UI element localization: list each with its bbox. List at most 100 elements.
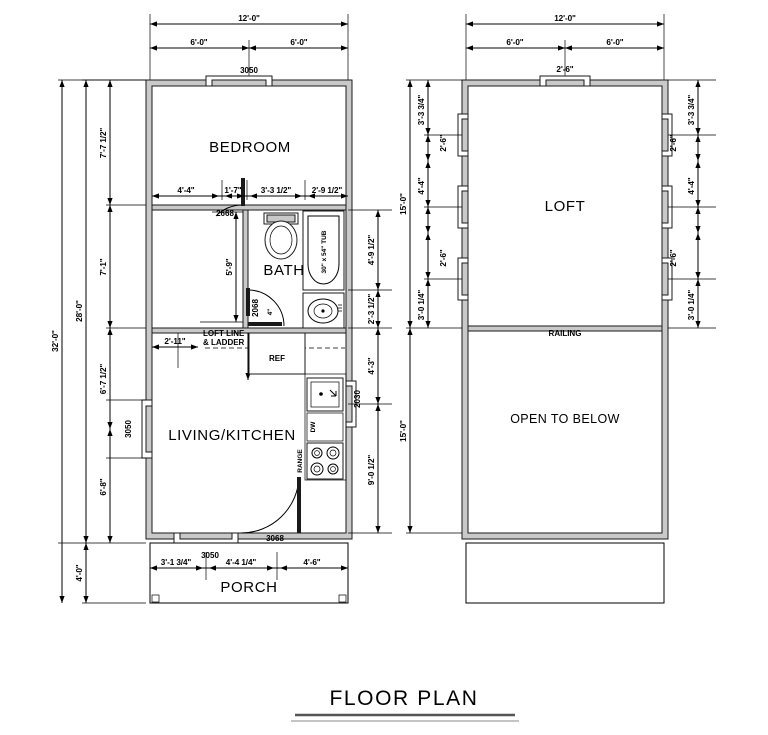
loft-dim-top-left: 6'-0": [506, 38, 523, 47]
left-extension-lines: [58, 79, 146, 604]
dim-porch-chain: 3050 3'-1 3/4" 4'-4 1/4" 4'-6": [150, 551, 348, 580]
door-bath: 2068 4": [246, 288, 285, 327]
loft-dim-top-chain: 6'-0" 6'-0": [466, 38, 664, 51]
loft-top-extension-lines: [465, 14, 665, 80]
sheet-title-block: FLOOR PLAN: [291, 687, 519, 722]
dim-bath-vertical-label: 5'-9": [225, 258, 234, 275]
first-floor-right-dims: 4'-9 1/2" 2'-3 1/2" 4'-3" 9'-0 1/2" 2030: [348, 209, 392, 534]
dim-right-4: 9'-0 1/2": [367, 455, 376, 486]
dim-bedroom-4: 2'-9 1/2": [312, 186, 343, 195]
loft-dim-left-5: 3'-0 1/4": [417, 290, 426, 321]
loft-dim-window-top: 2'-6": [556, 65, 573, 74]
loft-dim-upper-height-label: 15'-0": [399, 193, 408, 215]
dim-right-3: 4'-3": [367, 357, 376, 374]
dim-porch-3: 4'-6": [303, 558, 320, 567]
loft-dim-right-1: 3'-3 3/4": [687, 95, 696, 126]
first-floor-plan: 12'-0" 6'-0" 6'-0" 3050: [51, 14, 392, 604]
loft-line-label: LOFT LINE: [203, 329, 245, 338]
refrigerator: REF: [248, 332, 306, 375]
dim-loft-offset-label: 2'-11": [164, 337, 185, 346]
room-label-bedroom: BEDROOM: [209, 139, 291, 156]
dim-overall-height-label: 32'-0": [51, 330, 60, 352]
door-tag-entry: 3068: [266, 534, 284, 543]
right-extension-lines: [348, 209, 392, 534]
dim-left-2: 7'-1": [99, 258, 108, 275]
window-top: [205, 75, 273, 87]
porch-outline: [149, 542, 349, 604]
first-floor-top-extension-lines: [149, 14, 349, 80]
loft-dim-lower-height-label: 15'-0": [399, 420, 408, 442]
dim-left-1: 7'-7 1/2": [99, 128, 108, 159]
dim-right-2: 2'-3 1/2": [367, 294, 376, 325]
loft-plan: 12'-0" 6'-0" 6'-0" 2'-6": [399, 14, 716, 604]
door-tag-bedroom: 2668: [216, 209, 234, 218]
loft-dim-right-chain: 3'-3 3/4" 2'-6" 4'-4" 2'-6" 3'-0 1/4": [669, 80, 701, 328]
room-label-bath: BATH: [263, 262, 304, 279]
dim-porch-2: 4'-4 1/4": [226, 558, 257, 567]
range-label: RANGE: [297, 449, 304, 473]
tub-fixture: 30" x 54" TUB: [302, 210, 345, 291]
loft-dim-left-3: 4'-4": [417, 177, 426, 194]
dim-bath-door: 4": [267, 309, 274, 316]
dim-right-1: 4'-9 1/2": [367, 235, 376, 266]
dim-bedroom-1: 4'-4": [177, 186, 194, 195]
dim-top-chain: 6'-0" 6'-0": [150, 38, 348, 51]
loft-dim-left-2: 2'-6": [439, 134, 448, 151]
window-tag-right: 2030: [353, 390, 362, 408]
dim-left-4: 6'-8": [99, 478, 108, 495]
dim-bath-vertical: 5'-9": [200, 211, 243, 323]
toilet-fixture: [263, 212, 299, 260]
dim-top-left-label: 6'-0": [190, 38, 207, 47]
loft-dim-lower-height: 15'-0": [399, 328, 413, 533]
first-floor-left-dims: 32'-0" 28'-0" 4'-0" 7'-7 1/2" 7'-1" 6'-7…: [51, 79, 146, 604]
railing: RAILING: [467, 325, 663, 338]
loft-dim-top-right: 6'-0": [606, 38, 623, 47]
door-bedroom: 2668: [215, 178, 245, 218]
dim-top-overall: 12'-0": [150, 14, 348, 27]
loft-dim-left-4: 2'-6": [439, 249, 448, 266]
dishwasher: DW: [306, 412, 344, 442]
loft-line-note: LOFT LINE & LADDER: [203, 329, 345, 380]
loft-dim-overall-width-label: 12'-0": [554, 14, 576, 23]
ladder-label: & LADDER: [203, 338, 245, 347]
railing-label: RAILING: [549, 329, 582, 338]
dim-bedroom-2: 1'-7": [224, 186, 241, 195]
dishwasher-label: DW: [310, 421, 317, 433]
window-tag-left: 3050: [124, 420, 133, 438]
loft-left-dims: 15'-0" 15'-0" 3'-3 3/4" 2'-6" 4'-4" 2'-6…: [399, 79, 462, 534]
kitchen-appliances: REF DW RANGE: [248, 332, 347, 481]
loft-dim-right-5: 3'-0 1/4": [687, 290, 696, 321]
dim-bedroom-3: 3'-3 1/2": [261, 186, 292, 195]
room-label-open-to-below: OPEN TO BELOW: [510, 412, 620, 426]
dim-top-overall-label: 12'-0": [238, 14, 260, 23]
first-floor-exterior-walls: [145, 79, 353, 540]
dim-porch-depth-label: 4'-0": [75, 564, 84, 581]
room-label-loft: LOFT: [545, 198, 586, 215]
loft-lower-platform: [465, 542, 665, 604]
door-tag-bath: 2068: [251, 299, 260, 317]
loft-dim-top-overall: 12'-0": [466, 14, 664, 27]
tub-label: 30" x 54" TUB: [321, 230, 328, 273]
loft-left-extension-lines: [406, 79, 462, 534]
lavatory-fixture: [302, 292, 345, 329]
loft-dim-right-3: 4'-4": [687, 177, 696, 194]
loft-dim-left-1: 3'-3 3/4": [417, 95, 426, 126]
loft-windows-left: [457, 113, 469, 301]
dim-porch-depth: 4'-0": [75, 543, 89, 603]
dim-left-3: 6'-7 1/2": [99, 364, 108, 395]
window-tag-bottom: 3050: [201, 551, 219, 560]
dim-right-chain: 4'-9 1/2" 2'-3 1/2" 4'-3" 9'-0 1/2" 2030: [353, 210, 381, 533]
loft-right-extension-lines: [668, 79, 716, 329]
room-label-porch: PORCH: [220, 579, 277, 596]
dim-left-chain: 7'-7 1/2" 7'-1" 6'-7 1/2" 6'-8" 3050: [99, 80, 133, 543]
loft-dim-left-chain: 3'-3 3/4" 2'-6" 4'-4" 2'-6" 3'-0 1/4": [417, 80, 448, 328]
range: RANGE: [297, 442, 344, 480]
window-bottom: [173, 532, 239, 544]
loft-exterior-walls: [461, 79, 669, 540]
dim-bedroom-chain: 4'-4" 1'-7" 3'-3 1/2" 2'-9 1/2": [152, 180, 348, 200]
loft-dim-right-4: 2'-6": [669, 249, 678, 266]
loft-dim-right-2: 2'-6": [669, 134, 678, 151]
loft-dim-upper-height: 15'-0": [399, 80, 413, 328]
